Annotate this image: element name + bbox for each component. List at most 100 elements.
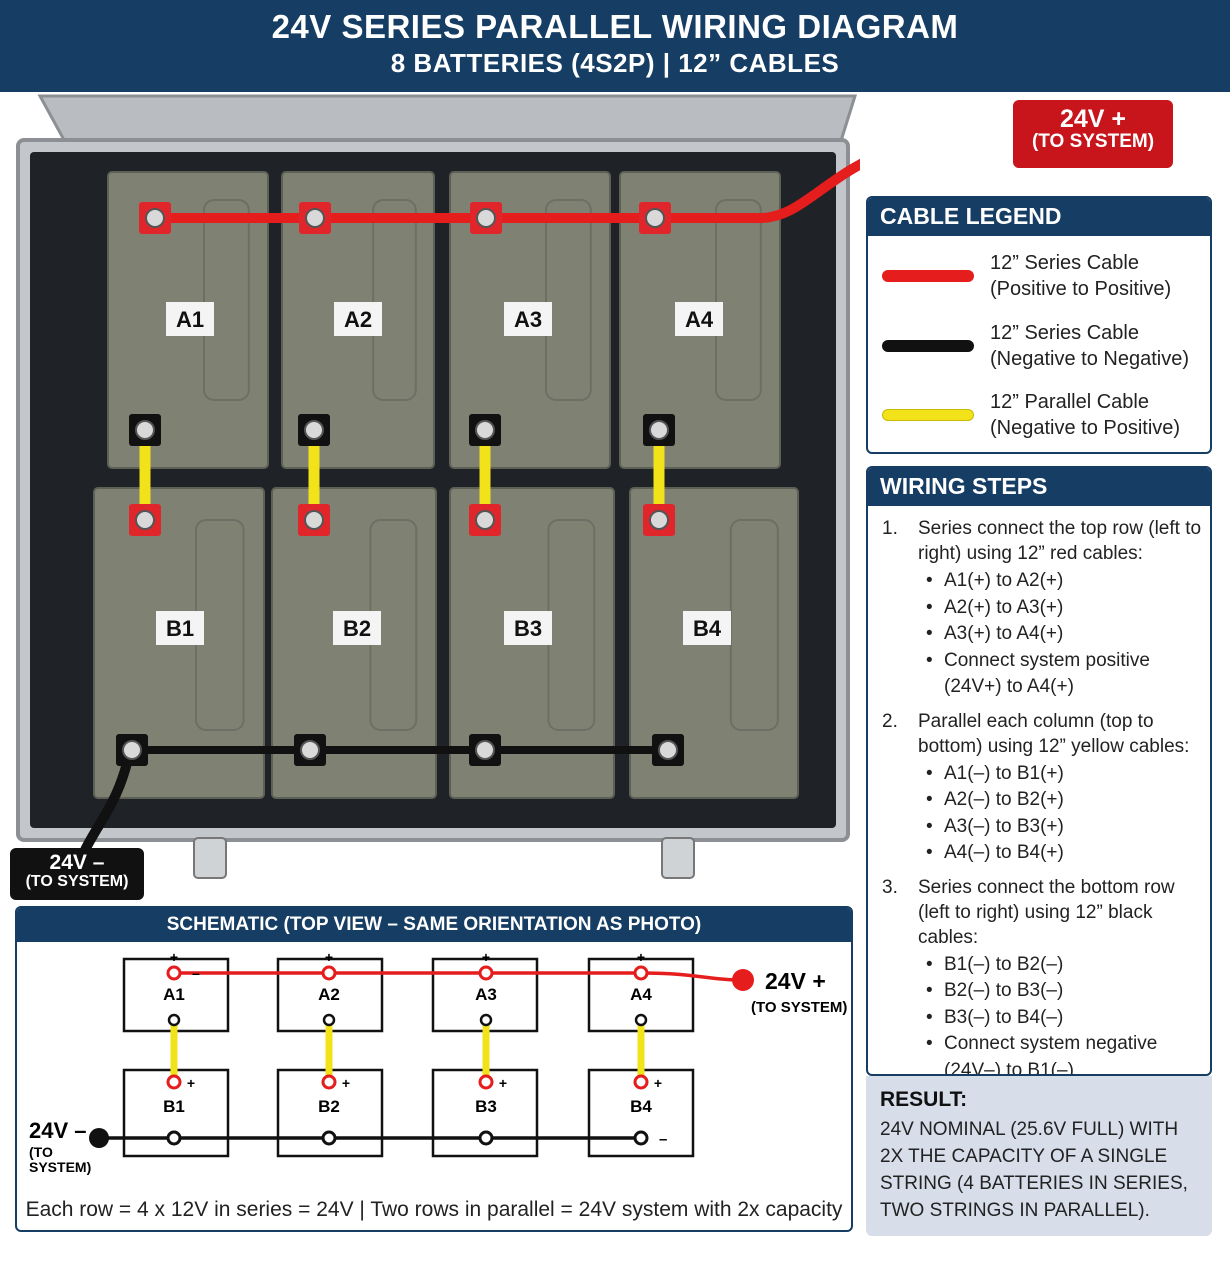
battery-label: A3 (514, 307, 542, 332)
terminal-bolt (649, 510, 669, 530)
step-number: 3. (882, 876, 898, 898)
header-banner: 24V SERIES PARALLEL WIRING DIAGRAM 8 BAT… (0, 0, 1230, 92)
schematic-terminal (167, 1013, 181, 1027)
schematic-terminal (321, 1130, 337, 1146)
battery-label-bg (166, 302, 214, 336)
step-substep: Connect system positive (24V+) to A4(+) (918, 648, 1204, 701)
step-substep: A1(–) to B1(+) (918, 761, 1204, 788)
schematic-terminal (322, 1013, 336, 1027)
battery-label: B1 (166, 616, 194, 641)
legend-item-label: 12” Series Cable (990, 322, 1139, 344)
battery-label: A1 (176, 307, 204, 332)
schematic-plus-sign: + (499, 1075, 507, 1091)
step-number: 1. (882, 518, 898, 539)
terminal-bolt (475, 420, 495, 440)
schematic-label: A4 (630, 985, 652, 1004)
schematic-terminal (166, 1074, 182, 1090)
red-series-cable (150, 158, 860, 223)
schematic-plus-sign: + (187, 1075, 195, 1091)
page-subtitle: 8 BATTERIES (4S2P) | 12” CABLES (390, 48, 840, 78)
step-3: 3. Series connect the bottom row (left t… (880, 875, 1204, 1075)
schematic-terminal (166, 1130, 182, 1146)
schematic-plus-sign: + (342, 1075, 350, 1091)
schematic-terminal (321, 1074, 337, 1090)
schematic-negative-label: 24V – (29, 1118, 87, 1143)
schematic-positive-label: 24V + (765, 968, 826, 994)
schematic-minus-sign: – (659, 1131, 667, 1148)
schematic-label: A3 (475, 985, 497, 1004)
battery-label: B4 (693, 616, 722, 641)
terminal-bolt (304, 510, 324, 530)
schematic-label: B2 (318, 1097, 340, 1116)
negative-system-callout: 24V – (TO SYSTEM) (10, 848, 144, 900)
schematic-plus-sign: + (637, 949, 645, 965)
schematic-positive-node (732, 969, 754, 991)
schematic-negative-sub: (TO (29, 1144, 53, 1160)
terminal-bolt (145, 208, 165, 228)
step-number: 2. (882, 710, 898, 732)
legend-item-sublabel: (Negative to Negative) (990, 348, 1189, 370)
legend-item-black: 12” Series Cable (Negative to Negative) (882, 320, 1189, 372)
terminal-bolt (304, 420, 324, 440)
terminal-bolt (300, 740, 320, 760)
battery-handle (372, 199, 417, 401)
step-substep: B3(–) to B4(–) (918, 1005, 1204, 1032)
schematic-positive-sub: (TO SYSTEM) (751, 999, 847, 1016)
terminal-bolt (122, 740, 142, 760)
step-1: 1. Series connect the top row (left to r… (880, 516, 1204, 701)
step-substep: B2(–) to B3(–) (918, 978, 1204, 1005)
battery-label-bg (334, 302, 382, 336)
terminal-bolt (135, 510, 155, 530)
battery-label-bg (504, 302, 552, 336)
battery-label: A2 (344, 307, 372, 332)
page-title: 24V SERIES PARALLEL WIRING DIAGRAM (271, 8, 959, 45)
wiring-steps-title: WIRING STEPS (868, 468, 1210, 506)
battery-label-bg (504, 611, 552, 645)
schematic-terminal (633, 965, 649, 981)
cable-legend-panel: CABLE LEGEND 12” Series Cable(Positive t… (866, 196, 1212, 454)
step-substep: B1(–) to B2(–) (918, 952, 1204, 979)
step-substep: A3(–) to B3(+) (918, 814, 1204, 841)
schematic-label: A1 (163, 985, 185, 1004)
schematic-terminal (633, 1130, 649, 1146)
step-substep: Connect system negative (24V–) to B1(–) (918, 1031, 1204, 1074)
step-substep: A3(+) to A4(+) (918, 621, 1204, 648)
schematic-panel: SCHEMATIC (TOP VIEW – SAME ORIENTATION A… (15, 906, 853, 1232)
step-substep: A2(+) to A3(+) (918, 595, 1204, 622)
schematic-terminal (166, 965, 182, 981)
step-text: Series connect the top row (left to righ… (918, 518, 1202, 564)
schematic-caption: Each row = 4 x 12V in series = 24V | Two… (25, 1198, 843, 1221)
battery-label: B2 (343, 616, 371, 641)
legend-item-red: 12” Series Cable(Positive to Positive) (882, 250, 1171, 302)
case-latch (193, 837, 227, 879)
schematic-negative-node (89, 1128, 109, 1148)
terminal-bolt (649, 420, 669, 440)
result-heading: RESULT: (880, 1088, 968, 1111)
legend-item-label: 12” Parallel Cable (990, 391, 1149, 413)
schematic-terminal (478, 1074, 494, 1090)
step-substep: A1(+) to A2(+) (918, 568, 1204, 595)
battery-label-bg (333, 611, 381, 645)
battery-handle (203, 199, 250, 401)
battery-handle (715, 199, 762, 401)
battery-label: B3 (514, 616, 542, 641)
positive-callout-label: 24V + (1059, 105, 1127, 133)
schematic-plus-sign: + (325, 949, 333, 965)
terminal-bolt (475, 510, 495, 530)
positive-callout-sub: (TO SYSTEM) (1031, 131, 1155, 153)
schematic-negative-sub: SYSTEM) (29, 1159, 91, 1175)
wiring-steps-panel: WIRING STEPS 1. Series connect the top r… (866, 466, 1212, 1076)
legend-item-sublabel: (Positive to Positive) (990, 278, 1172, 300)
battery-label-bg (675, 302, 723, 336)
legend-item-yellow: 12” Parallel Cable(Negative to Positive) (882, 389, 1180, 441)
schematic-plus-sign: + (654, 1075, 662, 1091)
terminal-bolt (476, 208, 496, 228)
terminal-bolt (645, 208, 665, 228)
cable-legend-title: CABLE LEGEND (868, 198, 1210, 236)
step-2: 2. Parallel each column (top to bottom) … (880, 709, 1204, 867)
terminal-bolt (305, 208, 325, 228)
schematic-title: SCHEMATIC (TOP VIEW – SAME ORIENTATION A… (17, 908, 851, 942)
